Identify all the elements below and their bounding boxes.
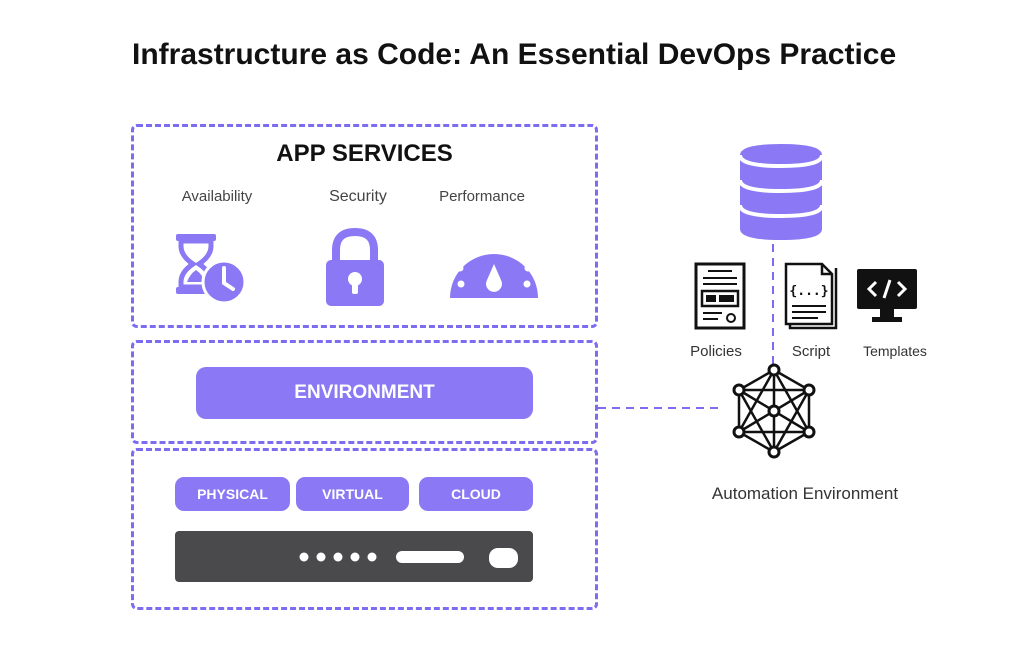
- performance-label: Performance: [439, 188, 525, 205]
- script-document-icon: {...}: [784, 262, 838, 330]
- app-services-box: [131, 124, 598, 328]
- environment-bar: ENVIRONMENT: [196, 367, 533, 419]
- speedometer-icon: [450, 242, 538, 298]
- app-services-heading: APP SERVICES: [276, 140, 453, 167]
- automation-environment-label: Automation Environment: [711, 484, 899, 503]
- cloud-pill: CLOUD: [419, 477, 533, 511]
- network-mesh-icon: [732, 363, 816, 459]
- physical-pill: PHYSICAL: [175, 477, 290, 511]
- script-label: Script: [791, 343, 831, 360]
- policy-document-icon: [694, 262, 746, 330]
- code-monitor-icon: [857, 269, 917, 322]
- security-label: Security: [329, 188, 387, 205]
- availability-label: Availability: [181, 188, 253, 205]
- server-rack-icon: [175, 531, 533, 582]
- database-icon: [738, 144, 824, 240]
- hourglass-clock-icon: [176, 234, 247, 304]
- server-rack-indicators: [299, 548, 518, 568]
- templates-label: Templates: [863, 343, 927, 359]
- policies-label: Policies: [690, 343, 742, 360]
- padlock-icon: [326, 228, 384, 306]
- environment-box: [131, 340, 598, 444]
- svg-text:{...}: {...}: [789, 284, 828, 299]
- virtual-pill: VIRTUAL: [296, 477, 409, 511]
- page-title: Infrastructure as Code: An Essential Dev…: [132, 38, 897, 71]
- infrastructure-box: [131, 448, 598, 610]
